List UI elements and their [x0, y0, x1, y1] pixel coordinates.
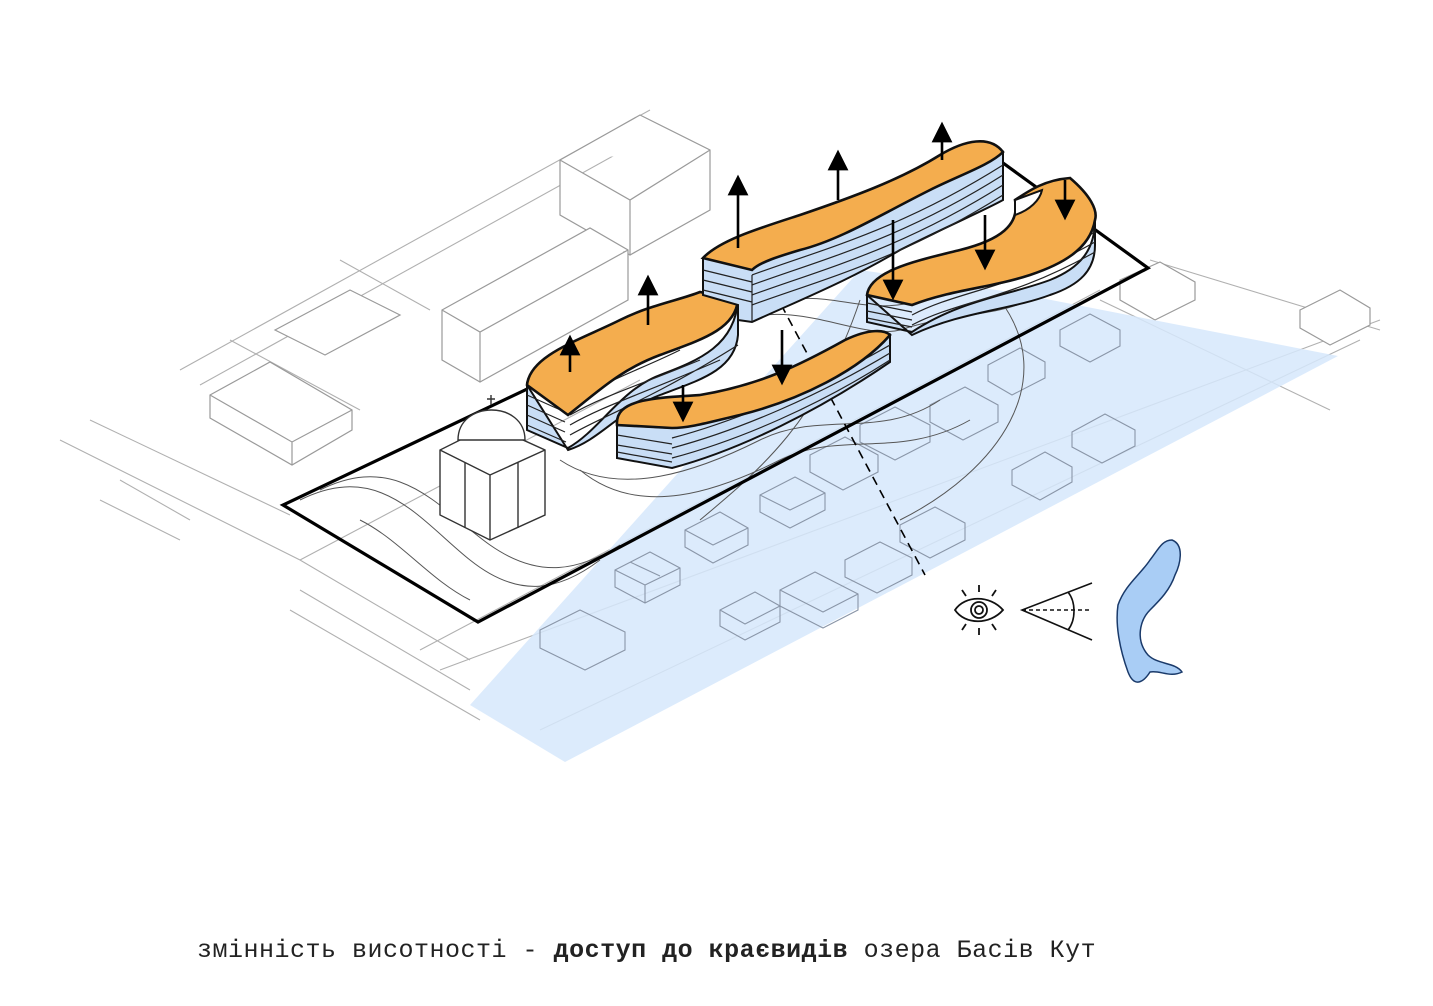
building-d — [865, 176, 1097, 337]
caption-bold: доступ до краєвидів — [553, 936, 849, 965]
height-up-arrows — [559, 121, 953, 372]
topography-lines — [299, 289, 1051, 601]
context-buildings — [209, 114, 1371, 466]
sightline — [759, 264, 926, 576]
lake-shape — [1116, 539, 1184, 683]
caption-part1: змінність висотності - — [197, 936, 554, 965]
height-down-arrows — [672, 180, 1076, 423]
eye-icon — [953, 585, 1005, 635]
church — [439, 395, 546, 541]
caption: змінність висотності - доступ до краєвид… — [197, 936, 1096, 965]
view-cone — [470, 270, 1338, 762]
context-houses — [539, 313, 1136, 671]
view-angle-icon — [1019, 582, 1093, 641]
building-b — [700, 140, 1005, 324]
caption-part3: озера Басів Кут — [848, 936, 1097, 965]
